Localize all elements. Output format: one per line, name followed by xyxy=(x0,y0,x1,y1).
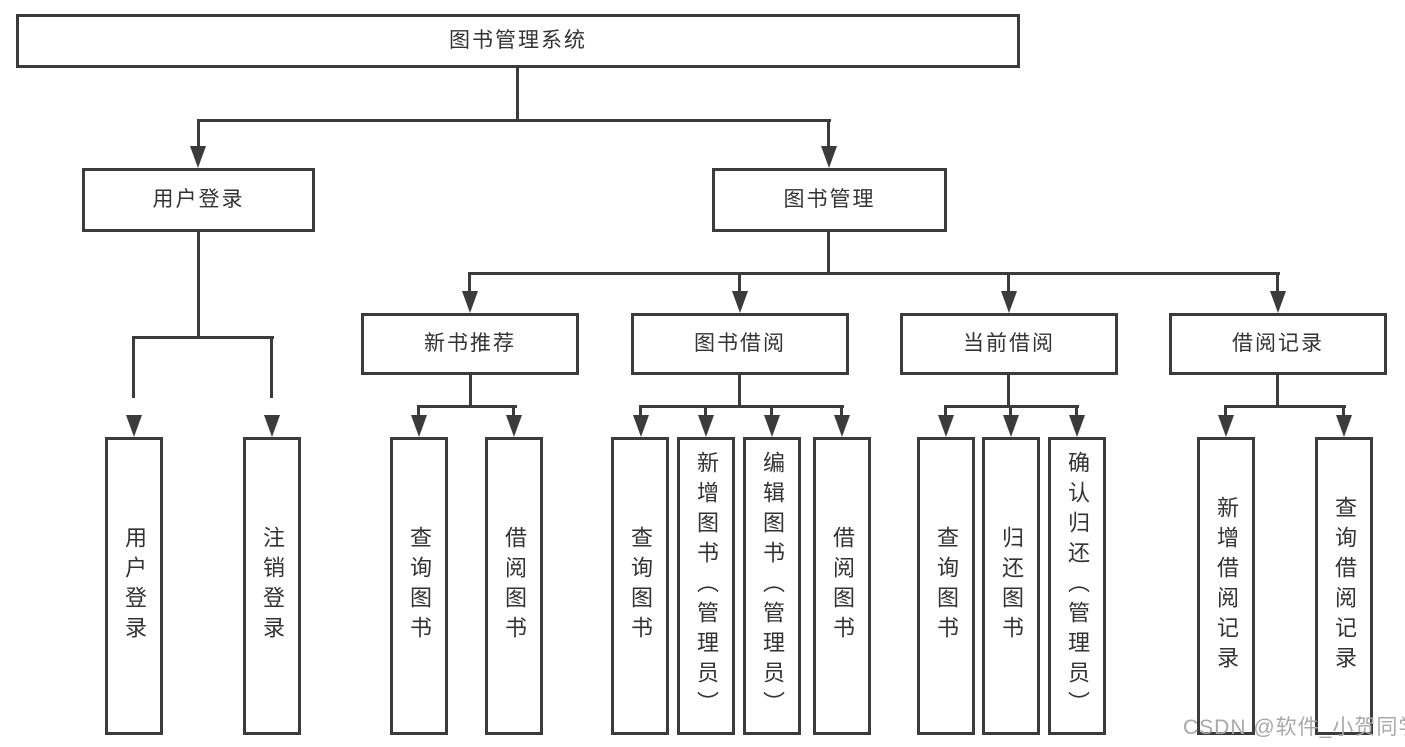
node-current-borrow: 当前借阅 xyxy=(900,313,1118,375)
connector-root-branch xyxy=(197,119,831,122)
arrow-cb-confirm xyxy=(1069,415,1085,437)
connector-drop-current-borrow xyxy=(1007,272,1010,294)
node-borrow-records: 借阅记录 xyxy=(1169,313,1387,375)
node-leaf-bb-borrow-book-label: 借阅图书 xyxy=(830,526,855,646)
arrow-book-management xyxy=(821,146,837,168)
connector-borrow-records-branch xyxy=(1225,405,1346,408)
connector-book-borrow-stem xyxy=(738,375,741,408)
node-leaf-bb-query-book: 查询图书 xyxy=(611,437,669,735)
connector-drop-br-add xyxy=(1224,405,1227,419)
arrow-br-add xyxy=(1218,415,1234,437)
connector-current-borrow-branch xyxy=(945,405,1079,408)
arrow-bb-query xyxy=(633,415,649,437)
node-book-borrow: 图书借阅 xyxy=(631,313,849,375)
arrow-current-borrow xyxy=(1001,291,1017,313)
connector-drop-book-borrow xyxy=(738,272,741,294)
connector-drop-bb-edit xyxy=(770,405,773,419)
arrow-br-query xyxy=(1336,415,1352,437)
node-leaf-logout: 注销登录 xyxy=(243,437,301,735)
node-leaf-bb-edit-book-label: 编辑图书（管理员） xyxy=(760,451,785,721)
node-leaf-nb-borrow-book-label: 借阅图书 xyxy=(502,526,527,646)
node-root: 图书管理系统 xyxy=(16,14,1020,68)
node-leaf-cb-query-book: 查询图书 xyxy=(917,437,975,735)
node-leaf-bb-add-book: 新增图书（管理员） xyxy=(677,437,735,735)
node-leaf-bb-edit-book: 编辑图书（管理员） xyxy=(743,437,801,735)
node-user-login-label: 用户登录 xyxy=(152,188,245,212)
arrow-cb-return xyxy=(1003,415,1019,437)
node-book-management: 图书管理 xyxy=(712,168,947,232)
node-new-book-recommend-label: 新书推荐 xyxy=(424,332,516,356)
connector-drop-cb-query xyxy=(944,405,947,419)
connector-borrow-records-stem xyxy=(1276,375,1279,408)
node-leaf-cb-confirm-return-label: 确认归还（管理员） xyxy=(1065,451,1090,721)
connector-drop-cb-confirm xyxy=(1075,405,1078,419)
connector-drop-login xyxy=(132,336,135,398)
connector-drop-book-management xyxy=(827,119,830,149)
node-book-borrow-label: 图书借阅 xyxy=(694,332,786,356)
connector-drop-nb-query xyxy=(417,405,420,419)
arrow-logout xyxy=(264,415,280,437)
connector-drop-bb-query xyxy=(639,405,642,419)
node-leaf-logout-label: 注销登录 xyxy=(260,526,285,646)
node-leaf-br-add-record: 新增借阅记录 xyxy=(1197,437,1255,735)
node-borrow-records-label: 借阅记录 xyxy=(1232,332,1324,356)
node-leaf-cb-confirm-return: 确认归还（管理员） xyxy=(1048,437,1106,735)
connector-root-stem xyxy=(516,68,519,120)
node-leaf-nb-query-book-label: 查询图书 xyxy=(407,526,432,646)
arrow-cb-query xyxy=(938,415,954,437)
connector-new-book-stem xyxy=(469,375,472,408)
connector-current-borrow-stem xyxy=(1007,375,1010,408)
node-leaf-login-label: 用户登录 xyxy=(122,526,147,646)
connector-drop-bb-borrow xyxy=(840,405,843,419)
node-leaf-nb-borrow-book: 借阅图书 xyxy=(485,437,543,735)
node-leaf-cb-query-book-label: 查询图书 xyxy=(934,526,959,646)
node-leaf-bb-borrow-book: 借阅图书 xyxy=(813,437,871,735)
node-leaf-cb-return-book-label: 归还图书 xyxy=(999,526,1024,646)
node-user-login: 用户登录 xyxy=(82,168,315,232)
connector-drop-nb-borrow xyxy=(512,405,515,419)
arrow-new-book xyxy=(462,291,478,313)
connector-book-borrow-branch xyxy=(640,405,844,408)
node-new-book-recommend: 新书推荐 xyxy=(361,313,579,375)
arrow-bb-add xyxy=(698,415,714,437)
node-leaf-bb-query-book-label: 查询图书 xyxy=(628,526,653,646)
connector-drop-cb-return xyxy=(1009,405,1012,419)
connector-drop-borrow-records xyxy=(1276,272,1279,294)
connector-drop-br-query xyxy=(1342,405,1345,419)
arrow-nb-borrow xyxy=(506,415,522,437)
node-leaf-bb-add-book-label: 新增图书（管理员） xyxy=(694,451,719,721)
connector-book-management-stem xyxy=(827,232,830,275)
node-leaf-nb-query-book: 查询图书 xyxy=(390,437,448,735)
csdn-watermark: CSDN @软件_小贺同学 xyxy=(1183,716,1405,739)
arrow-bb-edit xyxy=(764,415,780,437)
node-leaf-br-query-record-label: 查询借阅记录 xyxy=(1332,496,1357,676)
connector-drop-bb-add xyxy=(704,405,707,419)
arrow-user-login xyxy=(190,146,206,168)
arrow-book-borrow xyxy=(732,291,748,313)
node-leaf-login: 用户登录 xyxy=(105,437,163,735)
node-leaf-br-add-record-label: 新增借阅记录 xyxy=(1214,496,1239,676)
node-root-label: 图书管理系统 xyxy=(449,29,587,53)
arrow-login xyxy=(126,415,142,437)
node-leaf-br-query-record: 查询借阅记录 xyxy=(1315,437,1373,735)
connector-book-management-branch xyxy=(469,272,1280,275)
arrow-borrow-records xyxy=(1270,291,1286,313)
node-leaf-cb-return-book: 归还图书 xyxy=(982,437,1040,735)
connector-drop-new-book xyxy=(468,272,471,294)
connector-new-book-branch xyxy=(418,405,517,408)
connector-user-login-stem xyxy=(197,232,200,339)
connector-drop-user-login xyxy=(197,119,200,149)
connector-drop-logout xyxy=(270,336,273,398)
node-book-management-label: 图书管理 xyxy=(783,188,876,212)
arrow-nb-query xyxy=(411,415,427,437)
node-current-borrow-label: 当前借阅 xyxy=(963,332,1055,356)
arrow-bb-borrow xyxy=(834,415,850,437)
connector-user-login-branch xyxy=(133,336,274,339)
